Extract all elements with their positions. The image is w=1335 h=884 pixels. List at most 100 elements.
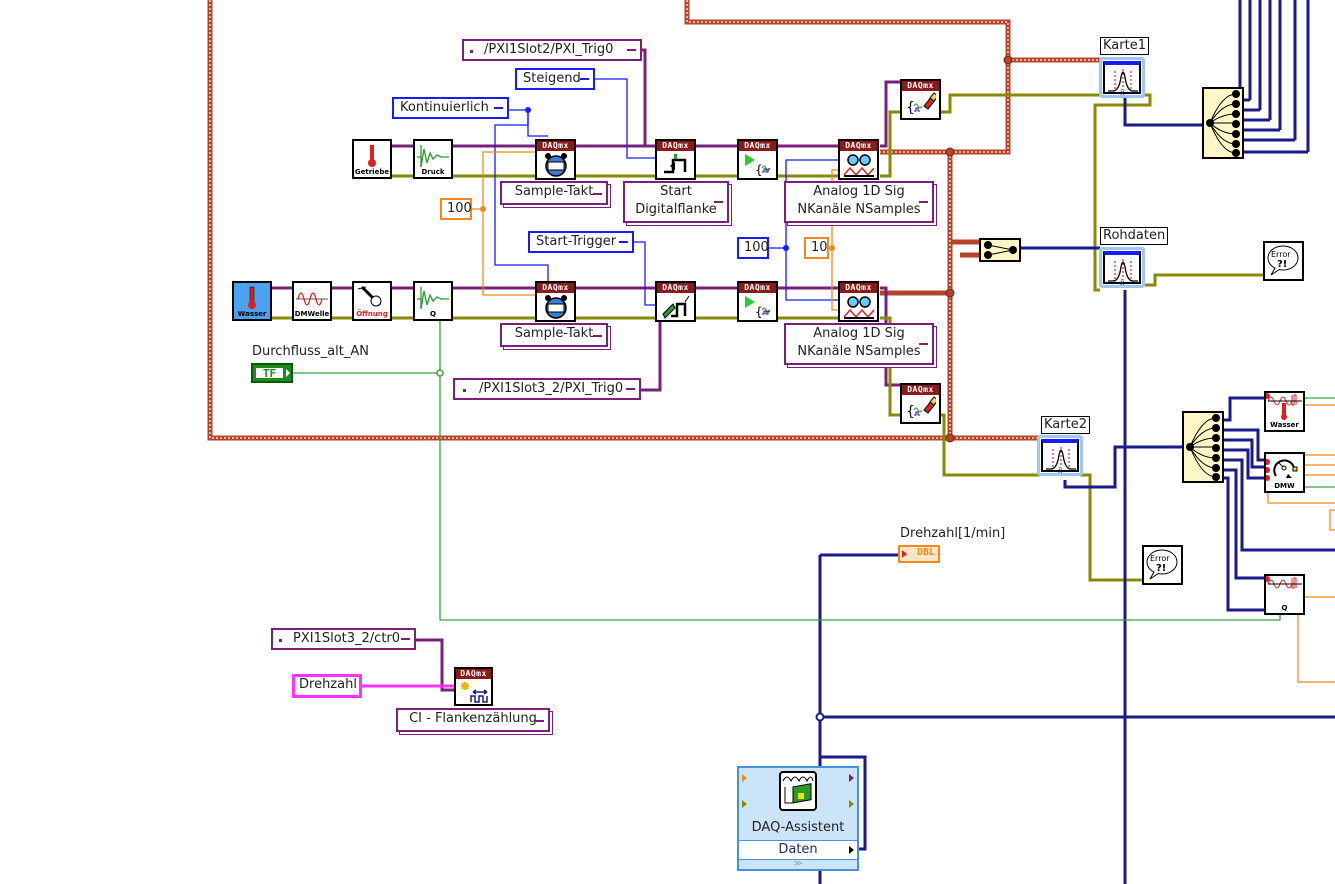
rate-constant-card1[interactable]: 100 xyxy=(440,198,472,220)
dropdown-arrow-icon xyxy=(593,193,602,195)
eraser-icon: { xyxy=(906,395,936,420)
timing-selector-card2[interactable]: Sample-Takt xyxy=(500,323,608,347)
dropdown-arrow-icon xyxy=(627,49,636,51)
enum-wire-node xyxy=(525,107,789,251)
dropdown-arrow-icon xyxy=(626,388,635,390)
samples-per-channel-constant[interactable]: 100 xyxy=(737,237,769,259)
start-task-icon: { xyxy=(744,295,770,319)
daqmx-create-counter-channel-node[interactable]: DAQmx xyxy=(454,667,493,706)
edge-count-icon xyxy=(460,681,488,703)
daqmx-trigger-node-card2[interactable]: DAQmx xyxy=(655,281,696,322)
dropdown-arrow-icon xyxy=(919,201,928,203)
daqmx-read-node-card2[interactable]: DAQmx xyxy=(838,281,879,322)
rohdaten-label: Rohdaten xyxy=(1100,227,1169,245)
daqmx-timing-node-card1[interactable]: DAQmx xyxy=(535,139,576,180)
svg-text:?!: ?! xyxy=(1277,259,1287,270)
counter-channel-selector[interactable]: CI - Flankenzählung xyxy=(396,708,550,732)
index-array-icon xyxy=(1206,90,1240,157)
daq-assistant-data-output[interactable]: Daten xyxy=(739,840,857,860)
build-array-icon xyxy=(984,241,1017,259)
express-stats-karte1[interactable]: x̄ xyxy=(1099,57,1145,98)
build-array-node[interactable] xyxy=(979,238,1021,262)
subvi-q[interactable]: Q xyxy=(413,281,453,321)
decaying-wave-icon xyxy=(417,145,449,168)
subvi-wasser-right[interactable]: Wasser xyxy=(1264,391,1305,432)
drehzahl-indicator-label: Drehzahl[1/min] xyxy=(900,526,1006,541)
svg-text:x̄: x̄ xyxy=(1120,88,1125,95)
edge-ring[interactable]: Steigend xyxy=(515,68,595,90)
subvi-dmw-right[interactable]: DMW xyxy=(1264,452,1305,493)
sine-wave-icon xyxy=(296,292,328,306)
timeout-constant[interactable]: 10 xyxy=(804,237,829,259)
eraser-icon: { xyxy=(906,91,936,116)
daqmx-clear-task-node-card1[interactable]: DAQmx { xyxy=(900,79,941,120)
daqmx-trigger-node-card1[interactable]: DAQmx xyxy=(655,139,696,180)
boolean-wire xyxy=(292,320,1335,621)
input-terminal-icon xyxy=(742,774,747,782)
bell-curve-icon: x̄ xyxy=(1046,447,1076,475)
durchfluss-boolean-control[interactable]: TF xyxy=(251,363,293,383)
bell-curve-icon: x̄ xyxy=(1108,69,1138,97)
trigger-source-card2[interactable]: /PXI1Slot3_2/PXI_Trig0 xyxy=(453,378,641,400)
drehzahl-indicator[interactable]: DBL xyxy=(898,545,940,563)
counter-name-constant[interactable]: Drehzahl xyxy=(292,674,362,698)
subvi-q-right[interactable]: Q xyxy=(1264,574,1305,615)
output-terminal-icon xyxy=(849,800,854,808)
rotation-gauge-icon xyxy=(1264,459,1298,481)
trigger-selector-card1[interactable]: Start Digitalflanke xyxy=(623,181,729,223)
dropdown-arrow-icon xyxy=(919,343,928,345)
io-name-dot-icon xyxy=(279,639,282,642)
trigger-source-card1[interactable]: /PXI1Slot2/PXI_Trig0 xyxy=(462,39,642,61)
svg-text:{: { xyxy=(755,163,763,177)
daqmx-clear-task-node-card2[interactable]: DAQmx { xyxy=(900,383,941,424)
index-array-node-card1[interactable] xyxy=(1202,87,1244,159)
svg-text:{: { xyxy=(906,404,915,420)
subvi-druck[interactable]: Druck xyxy=(413,139,453,179)
digital-edge-icon xyxy=(663,153,686,173)
output-terminal-icon xyxy=(849,774,854,782)
dropdown-arrow-icon xyxy=(535,720,544,722)
trigger-type-ring[interactable]: Start-Trigger xyxy=(528,231,634,253)
subvi-dmwelle[interactable]: DMWelle xyxy=(292,281,332,321)
svg-text:x̄: x̄ xyxy=(1120,278,1125,285)
dropdown-arrow-icon xyxy=(714,201,723,203)
dropdown-arrow-icon xyxy=(619,241,628,243)
daq-assistant-express-vi[interactable]: DAQ-Assistent Daten ≫ xyxy=(737,766,859,871)
output-arrow-icon xyxy=(286,369,290,377)
sample-mode-ring[interactable]: Kontinuierlich xyxy=(392,97,509,119)
subvi-wasser[interactable]: Wasser xyxy=(232,281,272,321)
start-task-icon: { xyxy=(744,153,770,177)
read-selector-card1[interactable]: Analog 1D Sig NKanäle NSamples xyxy=(784,181,934,223)
counter-channel-source[interactable]: PXI1Slot3_2/ctr0 xyxy=(271,628,416,650)
daqmx-read-node-card1[interactable]: DAQmx xyxy=(838,139,879,180)
subvi-oeffnung[interactable]: Öffnung xyxy=(352,281,392,321)
dropdown-arrow-icon xyxy=(401,638,410,640)
dropdown-arrow-icon xyxy=(593,335,602,337)
input-terminal-icon xyxy=(742,800,747,808)
daqmx-start-task-node-card1[interactable]: DAQmx { xyxy=(737,139,778,180)
io-name-dot-icon xyxy=(463,389,466,392)
express-stats-karte2[interactable]: x̄ xyxy=(1037,435,1083,476)
timing-selector-card1[interactable]: Sample-Takt xyxy=(500,181,608,205)
express-stats-rohdaten[interactable]: x̄ xyxy=(1099,247,1145,288)
simple-error-handler-1[interactable]: Error?! xyxy=(1263,241,1304,281)
thermo-wave-icon xyxy=(1264,393,1302,420)
daqmx-start-task-node-card2[interactable]: DAQmx { xyxy=(737,281,778,322)
index-array-node-card2[interactable] xyxy=(1182,411,1224,483)
clock-icon xyxy=(544,294,567,319)
subvi-getriebe[interactable]: Getriebe xyxy=(352,139,392,179)
read-glasses-icon xyxy=(842,153,875,177)
input-arrow-icon xyxy=(902,550,907,558)
read-selector-card2[interactable]: Analog 1D Sig NKanäle NSamples xyxy=(784,323,934,365)
durchfluss-label: Durchfluss_alt_AN xyxy=(252,344,369,359)
expand-chevron-icon[interactable]: ≫ xyxy=(793,859,803,869)
index-array-icon xyxy=(1186,414,1220,481)
output-arrow-icon xyxy=(849,846,854,854)
bell-curve-icon: x̄ xyxy=(1108,259,1138,287)
simple-error-handler-2[interactable]: Error?! xyxy=(1142,545,1183,585)
svg-text:{: { xyxy=(906,100,915,116)
decaying-wave-icon xyxy=(417,287,449,310)
wave-icon xyxy=(1264,576,1302,589)
daqmx-timing-node-card2[interactable]: DAQmx xyxy=(535,281,576,322)
